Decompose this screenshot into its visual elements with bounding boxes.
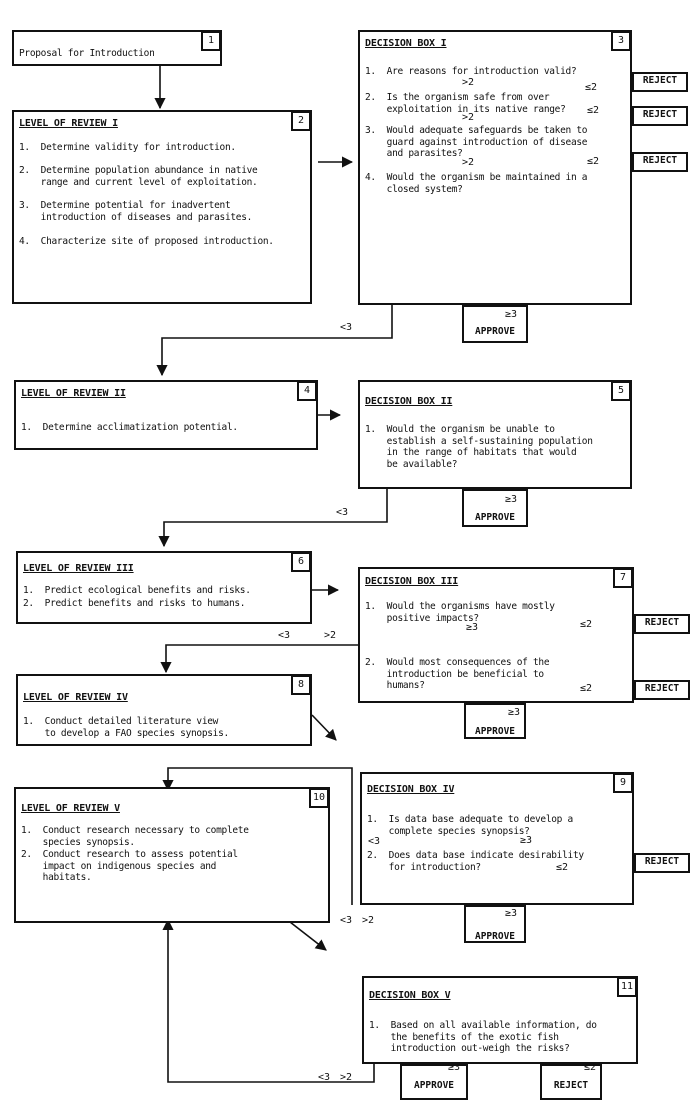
reject-box: REJECT [634,680,690,700]
label-gt2: >2 [462,77,475,88]
box-title: LEVEL OF REVIEW II [21,388,126,399]
box-number: 1 [201,31,221,51]
review5-item: 1. Conduct research necessary to complet… [21,825,249,848]
decision1-question: 3. Would adequate safeguards be taken to… [365,125,588,159]
box-title: LEVEL OF REVIEW IV [23,692,128,703]
label-lt3: <3 [278,630,291,641]
box-title: LEVEL OF REVIEW V [21,803,120,814]
level-of-review-1: 2 LEVEL OF REVIEW I 1. Determine validit… [12,110,312,304]
label-le2: ≤2 [556,862,569,873]
level-of-review-4: 8 LEVEL OF REVIEW IV 1. Conduct detailed… [16,674,312,746]
decision2-question: 1. Would the organism be unable to estab… [365,424,593,470]
label-ge3: ≥3 [520,835,533,846]
arrow-decision4-to-review5 [162,767,353,905]
box-title: DECISION BOX III [365,576,459,587]
review1-item: 3. Determine potential for inadvertent i… [19,200,253,223]
arrow-decision1-to-review2 [156,305,393,377]
review2-item: 1. Determine acclimatization potential. [21,422,238,433]
label-ge3: ≥3 [466,622,479,633]
box-number: 7 [613,568,633,588]
approve-box: APPROVE [464,905,526,943]
label-gt2: >2 [462,157,475,168]
decision3-question: 1. Would the organisms have mostly posit… [365,601,555,624]
approve-box: APPROVE [462,489,528,527]
decision-box-2: 5 DECISION BOX II 1. Would the organism … [358,380,632,489]
review3-item: 2. Predict benefits and risks to humans. [23,598,246,609]
reject-box: REJECT [634,614,690,634]
box-title: DECISION BOX I [365,38,447,49]
level-of-review-5: 10 LEVEL OF REVIEW V 1. Conduct research… [14,787,330,923]
label-gt2: >2 [340,1072,353,1083]
label-lt3: <3 [340,322,353,333]
label-le2: ≤2 [587,156,600,167]
proposal-label: Proposal for Introduction [19,48,155,59]
label-le2: ≤2 [584,1062,597,1073]
label-gt2: >2 [462,112,475,123]
level-of-review-3: 6 LEVEL OF REVIEW III 1. Predict ecologi… [16,551,312,624]
decision4-question: 2. Does data base indicate desirability … [367,850,584,873]
label-gt2: >2 [324,630,337,641]
label-ge3: ≥3 [508,707,521,718]
label-ge3: ≥3 [448,1062,461,1073]
arrow-review4-diagonal [311,714,337,741]
review1-item: 2. Determine population abundance in nat… [19,165,258,188]
label-lt3: <3 [340,915,353,926]
decision1-question: 4. Would the organism be maintained in a… [365,172,588,195]
arrow-review5-diagonal [289,921,327,951]
arrow-decision5-to-review5 [162,918,375,1083]
reject-box: REJECT [540,1064,602,1100]
decision-box-1: 3 DECISION BOX I 1. Are reasons for intr… [358,30,632,305]
decision-box-5: 11 DECISION BOX V 1. Based on all availa… [362,976,638,1064]
arrow-decision3-to-review4 [160,644,358,674]
decision3-question: 2. Would most consequences of the introd… [365,657,550,691]
label-lt3: <3 [318,1072,331,1083]
label-le2: ≤2 [587,105,600,116]
box-title: DECISION BOX IV [367,784,455,795]
label-le2: ≤2 [585,82,598,93]
label-ge3: ≥3 [505,494,518,505]
box-number: 8 [291,675,311,695]
reject-box: REJECT [632,152,688,172]
reject-box: REJECT [632,72,688,92]
label-gt2: >2 [362,915,375,926]
box-title: DECISION BOX V [369,990,451,1001]
label-le2: ≤2 [580,683,593,694]
box-number: 2 [291,111,311,131]
approve-box: APPROVE [464,703,526,739]
reject-box: REJECT [634,853,690,873]
decision1-question: 2. Is the organism safe from over exploi… [365,92,566,115]
approve-box: APPROVE [400,1064,468,1100]
box-title: DECISION BOX II [365,396,453,407]
review1-item: 4. Characterize site of proposed introdu… [19,236,274,247]
box-title: LEVEL OF REVIEW I [19,118,118,129]
box-number: 4 [297,381,317,401]
label-ge3: ≥3 [505,908,518,919]
box-title: LEVEL OF REVIEW III [23,563,134,574]
decision5-question: 1. Based on all available information, d… [369,1020,597,1054]
approve-box: APPROVE [462,305,528,343]
decision1-question: 1. Are reasons for introduction valid? [365,66,577,77]
label-ge3: ≥3 [505,309,518,320]
review5-item: 2. Conduct research to assess potential … [21,849,238,883]
decision4-question: 1. Is data base adequate to develop a co… [367,814,573,837]
label-le2: ≤2 [580,619,593,630]
box-number: 9 [613,773,633,793]
box-number: 6 [291,552,311,572]
decision-box-4: 9 DECISION BOX IV 1. Is data base adequa… [360,772,634,905]
decision-box-3: 7 DECISION BOX III 1. Would the organism… [358,567,634,703]
review1-item: 1. Determine validity for introduction. [19,142,236,153]
box-number: 11 [617,977,637,997]
review4-item: 1. Conduct detailed literature view to d… [23,716,229,739]
box-number: 5 [611,381,631,401]
level-of-review-2: 4 LEVEL OF REVIEW II 1. Determine acclim… [14,380,318,450]
arrow-decision2-to-review3 [158,488,388,548]
review3-item: 1. Predict ecological benefits and risks… [23,585,251,596]
box-number: 10 [309,788,329,808]
label-lt3: <3 [368,836,381,847]
box-number: 3 [611,31,631,51]
label-lt3: <3 [336,507,349,518]
proposal-box: 1 Proposal for Introduction [12,30,222,66]
reject-box: REJECT [632,106,688,126]
